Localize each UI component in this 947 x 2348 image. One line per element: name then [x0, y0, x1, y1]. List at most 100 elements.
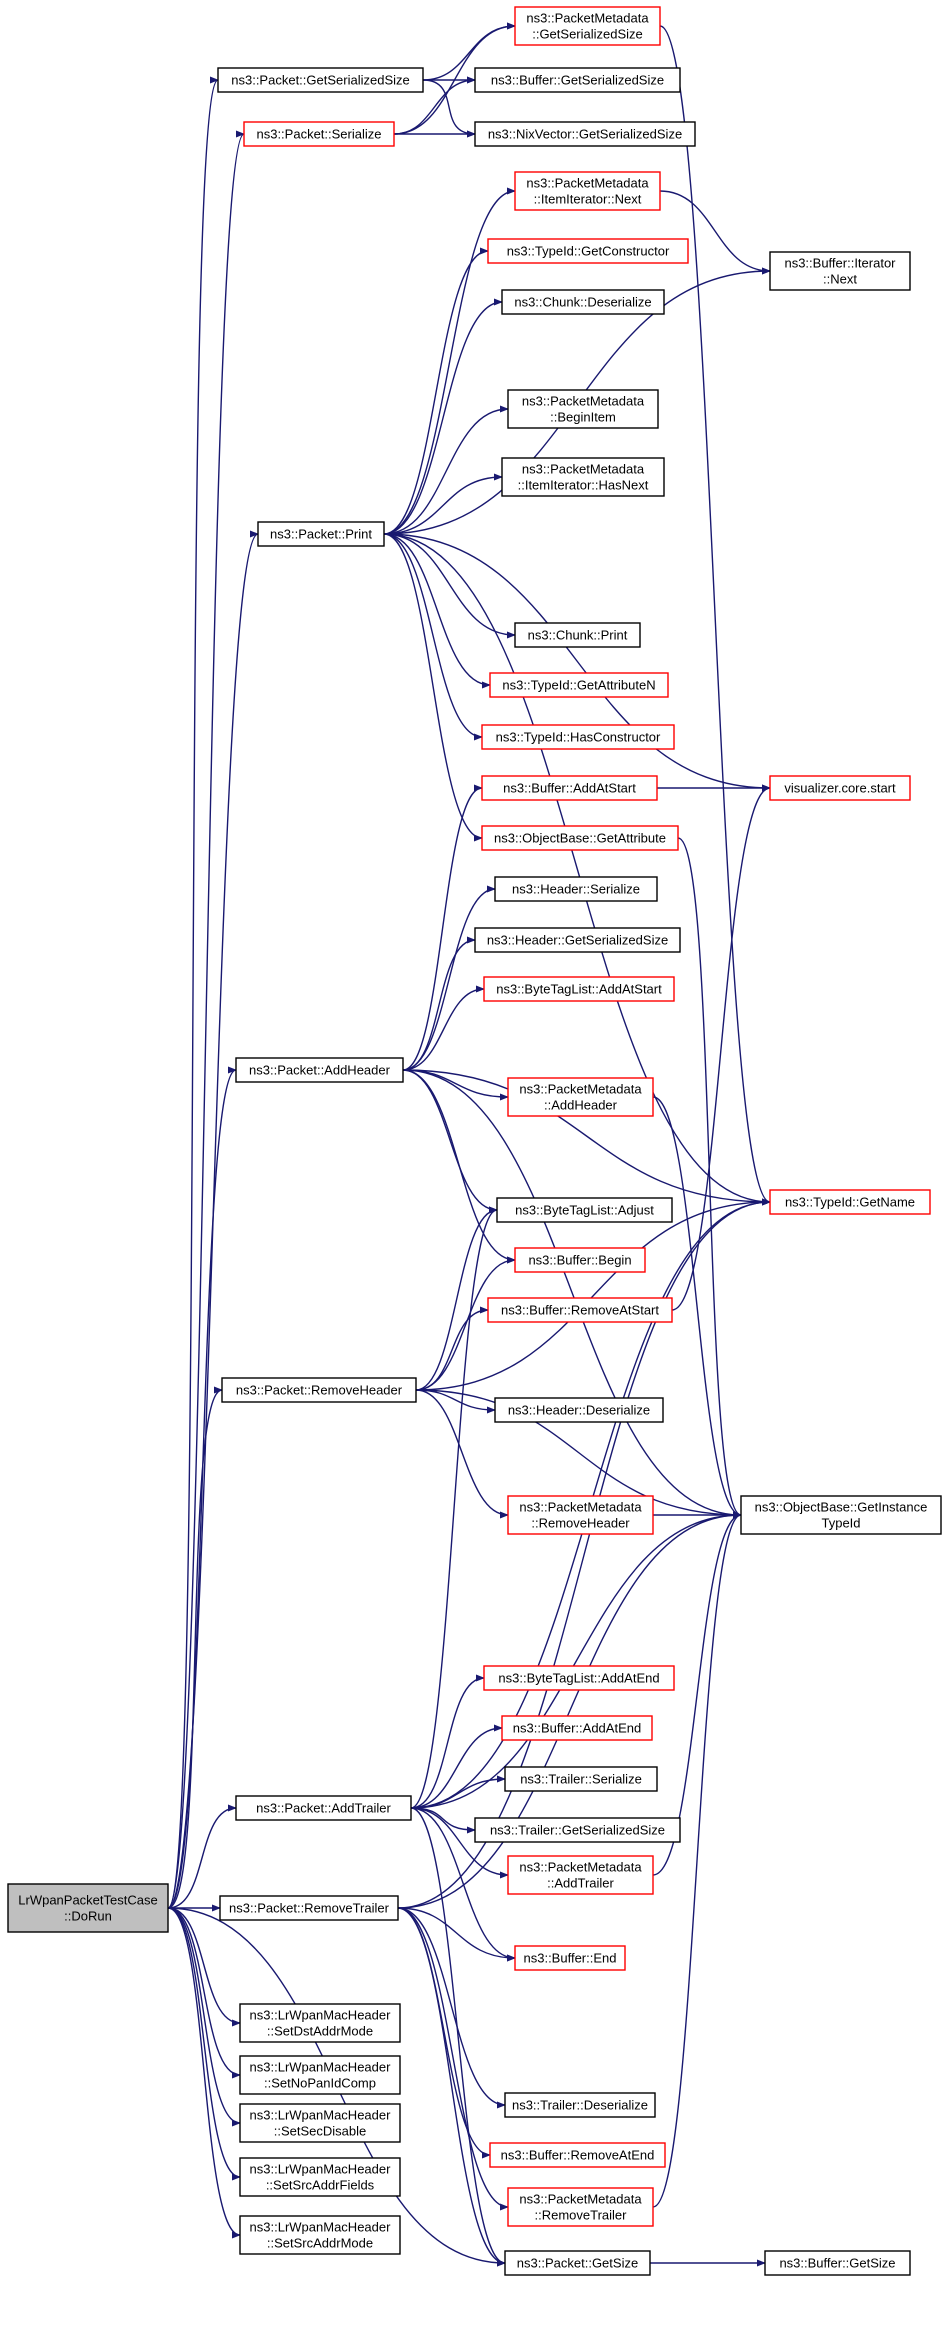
node-label: ::GetSerializedSize: [532, 27, 643, 42]
node-box: [504, 1766, 658, 1792]
node-buf-getser[interactable]: ns3::Buffer::GetSerializedSize: [474, 67, 681, 93]
node-hdr-deser[interactable]: ns3::Header::Deserialize: [494, 1397, 664, 1423]
node-label: ns3::Trailer::GetSerializedSize: [490, 1823, 665, 1838]
node-root[interactable]: LrWpanPacketTestCase::DoRun: [7, 1883, 169, 1933]
edge-root-to-mac-setsecdis: [167, 1907, 241, 2127]
node-buf-addatstart[interactable]: ns3::Buffer::AddAtStart: [481, 775, 658, 801]
node-label: ns3::TypeId::GetConstructor: [507, 244, 670, 259]
node-box: [504, 2092, 656, 2118]
node-buf-end[interactable]: ns3::Buffer::End: [514, 1945, 626, 1971]
node-label: ns3::Buffer::End: [524, 1951, 617, 1966]
edge-pkt-addhdr-to-hdr-getser: [402, 936, 476, 1071]
node-btl-addatstart[interactable]: ns3::ByteTagList::AddAtStart: [483, 976, 675, 1002]
node-pm-addtrl[interactable]: ns3::PacketMetadata::AddTrailer: [507, 1855, 654, 1895]
node-box: [487, 1297, 673, 1323]
edge-pkt-ser-to-pm-getser: [393, 22, 516, 135]
node-buf-rematend[interactable]: ns3::Buffer::RemoveAtEnd: [489, 2142, 666, 2168]
node-buf-rematstart[interactable]: ns3::Buffer::RemoveAtStart: [487, 1297, 673, 1323]
node-chunk-deser[interactable]: ns3::Chunk::Deserialize: [501, 289, 665, 315]
node-label: ns3::PacketMetadata: [522, 394, 645, 409]
node-tid-getctor[interactable]: ns3::TypeId::GetConstructor: [487, 238, 689, 264]
node-label: ns3::PacketMetadata: [519, 1860, 642, 1875]
node-mac-setsecdis[interactable]: ns3::LrWpanMacHeader::SetSecDisable: [239, 2103, 401, 2143]
node-trl-deser[interactable]: ns3::Trailer::Deserialize: [504, 2092, 656, 2118]
node-box: [504, 2250, 651, 2276]
edge-pkt-addtrl-to-trl-ser: [410, 1775, 506, 1809]
node-pkt-ser[interactable]: ns3::Packet::Serialize: [243, 121, 395, 147]
node-pm-it-hasnext[interactable]: ns3::PacketMetadata::ItemIterator::HasNe…: [501, 457, 665, 497]
edge-pkt-remhdr-to-tid-getname: [415, 1198, 771, 1391]
node-box: [239, 2103, 401, 2143]
node-pkt-addtrl[interactable]: ns3::Packet::AddTrailer: [235, 1795, 412, 1821]
node-pm-remtrl[interactable]: ns3::PacketMetadata::RemoveTrailer: [507, 2187, 654, 2227]
node-box: [769, 775, 911, 801]
node-pkt-addhdr[interactable]: ns3::Packet::AddHeader: [235, 1057, 404, 1083]
node-buf-getsize[interactable]: ns3::Buffer::GetSize: [764, 2250, 911, 2276]
node-pkt-remtrl[interactable]: ns3::Packet::RemoveTrailer: [219, 1895, 399, 1921]
node-vis-start[interactable]: visualizer.core.start: [769, 775, 911, 801]
edge-pkt-addhdr-to-buf-begin: [402, 1069, 516, 1264]
node-label: ns3::TypeId::GetAttributeN: [502, 678, 655, 693]
node-hdr-getser[interactable]: ns3::Header::GetSerializedSize: [474, 927, 681, 953]
node-pkt-getser[interactable]: ns3::Packet::GetSerializedSize: [217, 67, 424, 93]
edge-pkt-remtrl-to-buf-rematend: [397, 1907, 491, 2159]
node-label: ns3::LrWpanMacHeader: [250, 2162, 392, 2177]
node-box: [501, 1715, 653, 1741]
edge-pkt-addtrl-to-btl-addatend: [410, 1674, 485, 1809]
node-mac-setsrcfields[interactable]: ns3::LrWpanMacHeader::SetSrcAddrFields: [239, 2157, 401, 2197]
node-buf-begin[interactable]: ns3::Buffer::Begin: [514, 1247, 646, 1273]
node-hdr-ser[interactable]: ns3::Header::Serialize: [494, 876, 658, 902]
node-pkt-print[interactable]: ns3::Packet::Print: [257, 521, 385, 547]
node-label: ::RemoveTrailer: [535, 2208, 628, 2223]
node-label: ns3::Chunk::Print: [528, 628, 628, 643]
node-btl-adjust[interactable]: ns3::ByteTagList::Adjust: [496, 1197, 673, 1223]
node-box: [514, 1247, 646, 1273]
node-pkt-remhdr[interactable]: ns3::Packet::RemoveHeader: [221, 1377, 417, 1403]
node-buf-it-next[interactable]: ns3::Buffer::Iterator::Next: [769, 251, 911, 291]
node-label: ns3::Chunk::Deserialize: [514, 295, 651, 310]
node-pkt-getsize[interactable]: ns3::Packet::GetSize: [504, 2250, 651, 2276]
node-tid-getname[interactable]: ns3::TypeId::GetName: [769, 1189, 931, 1215]
node-label: ns3::PacketMetadata: [519, 1500, 642, 1515]
node-label: ns3::Header::Deserialize: [508, 1403, 650, 1418]
node-label: ns3::Packet::RemoveHeader: [236, 1383, 403, 1398]
edge-root-to-mac-setnopan: [167, 1907, 241, 2079]
node-label: ::SetDstAddrMode: [267, 2024, 373, 2039]
node-label: ::SetNoPanIdComp: [264, 2076, 376, 2091]
node-mac-setdst[interactable]: ns3::LrWpanMacHeader::SetDstAddrMode: [239, 2003, 401, 2043]
node-label: ns3::PacketMetadata: [526, 176, 649, 191]
node-box: [235, 1795, 412, 1821]
node-pm-it-next[interactable]: ns3::PacketMetadata::ItemIterator::Next: [514, 171, 661, 211]
node-tid-hasctor[interactable]: ns3::TypeId::HasConstructor: [481, 724, 675, 750]
edge-buf-rematstart-to-vis-start: [671, 784, 771, 1311]
node-btl-addatend[interactable]: ns3::ByteTagList::AddAtEnd: [483, 1665, 675, 1691]
node-label: ns3::TypeId::GetName: [785, 1195, 915, 1210]
node-trl-getser[interactable]: ns3::Trailer::GetSerializedSize: [474, 1817, 681, 1843]
node-box: [489, 2142, 666, 2168]
node-mac-setnopan[interactable]: ns3::LrWpanMacHeader::SetNoPanIdComp: [239, 2055, 401, 2095]
node-trl-ser[interactable]: ns3::Trailer::Serialize: [504, 1766, 658, 1792]
node-pm-getser[interactable]: ns3::PacketMetadata::GetSerializedSize: [514, 6, 661, 46]
edge-pkt-addtrl-to-trl-getser: [410, 1807, 476, 1834]
node-label: ns3::LrWpanMacHeader: [250, 2008, 392, 2023]
node-tid-getattrn[interactable]: ns3::TypeId::GetAttributeN: [489, 672, 669, 698]
edge-pm-addhdr-to-ob-getinst: [652, 1096, 742, 1519]
node-buf-addatend[interactable]: ns3::Buffer::AddAtEnd: [501, 1715, 653, 1741]
node-ob-getattr[interactable]: ns3::ObjectBase::GetAttribute: [481, 825, 679, 851]
edge-root-to-pkt-addtrl: [167, 1804, 237, 1909]
node-box: [501, 289, 665, 315]
node-box: [496, 1197, 673, 1223]
edge-pkt-addhdr-to-hdr-ser: [402, 885, 496, 1071]
node-box: [474, 67, 681, 93]
node-label: ::Next: [823, 272, 857, 287]
node-pm-remhdr[interactable]: ns3::PacketMetadata::RemoveHeader: [507, 1495, 654, 1535]
node-pm-beginitem[interactable]: ns3::PacketMetadata::BeginItem: [507, 389, 659, 429]
node-pm-addhdr[interactable]: ns3::PacketMetadata::AddHeader: [507, 1077, 654, 1117]
edge-pkt-print-to-pm-it-hasnext: [383, 473, 503, 535]
node-label: ::ItemIterator::Next: [534, 192, 642, 207]
node-mac-setsrcmode[interactable]: ns3::LrWpanMacHeader::SetSrcAddrMode: [239, 2215, 401, 2255]
node-nix-getser[interactable]: ns3::NixVector::GetSerializedSize: [474, 121, 696, 147]
node-chunk-print[interactable]: ns3::Chunk::Print: [514, 622, 641, 648]
edge-pkt-print-to-vis-start: [383, 533, 771, 792]
